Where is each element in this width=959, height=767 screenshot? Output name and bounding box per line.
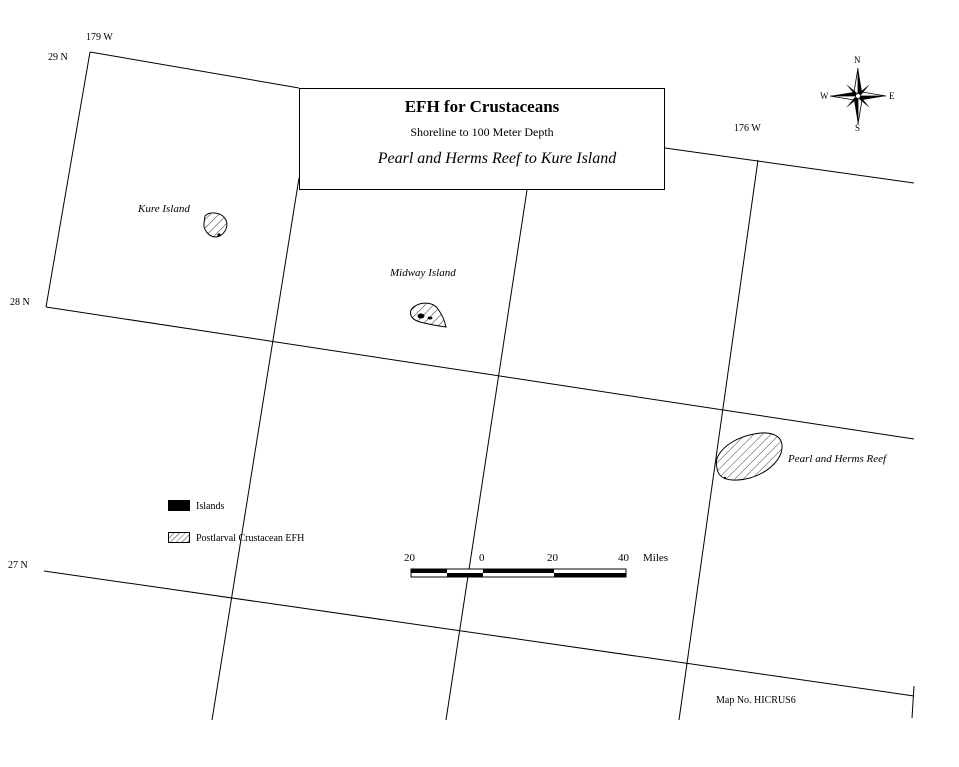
compass-south-label: S xyxy=(855,123,861,133)
midway-island-shape xyxy=(410,302,447,328)
legend-efh-swatch xyxy=(168,532,190,543)
longitude-line-178w xyxy=(211,177,300,721)
latitude-line-28n xyxy=(45,306,915,440)
pearl-hermes-reef-shape xyxy=(716,432,783,481)
longitude-line-177w xyxy=(445,189,528,721)
compass-north-label: N xyxy=(854,55,861,65)
latitude-line-29n xyxy=(89,51,300,89)
pearl-hermes-reef-label: Pearl and Herms Reef xyxy=(788,453,887,465)
title-box: EFH for Crustaceans Shoreline to 100 Met… xyxy=(299,88,665,190)
map-number: Map No. HICRUS6 xyxy=(716,695,796,706)
kure-island-shape xyxy=(203,212,228,238)
map-region: Pearl and Herms Reef to Kure Island xyxy=(377,150,617,167)
latitude-label-27n: 27 N xyxy=(8,560,28,571)
longitude-label-179w: 179 W xyxy=(86,32,113,43)
midway-island-label: Midway Island xyxy=(390,267,456,279)
latitude-label-28n: 28 N xyxy=(10,297,30,308)
scale-label-20: 20 xyxy=(547,552,558,564)
compass-rose xyxy=(829,67,887,125)
latitude-label-29n: 29 N xyxy=(48,52,68,63)
scale-label-20-left: 20 xyxy=(404,552,415,564)
longitude-line-176w xyxy=(678,159,759,721)
longitude-label-176w: 176 W xyxy=(734,123,761,134)
longitude-line-179w xyxy=(45,51,91,308)
scale-label-40: 40 xyxy=(618,552,629,564)
scale-bar-graphic xyxy=(410,568,627,578)
scale-label-0: 0 xyxy=(479,552,485,564)
latitude-line-29n-east xyxy=(664,147,915,184)
scale-unit-label: Miles xyxy=(643,552,669,564)
kure-island-label: Kure Island xyxy=(138,203,190,215)
latitude-line-27n xyxy=(43,570,915,697)
compass-west-label: W xyxy=(820,91,829,101)
map-right-edge xyxy=(911,685,915,719)
map-title: EFH for Crustaceans xyxy=(404,97,560,116)
map-subtitle: Shoreline to 100 Meter Depth xyxy=(410,125,554,139)
compass-east-label: E xyxy=(889,91,895,101)
legend-islands-label: Islands xyxy=(196,501,225,512)
legend-efh-label: Postlarval Crustacean EFH xyxy=(196,533,305,544)
legend-islands-swatch xyxy=(168,500,190,511)
